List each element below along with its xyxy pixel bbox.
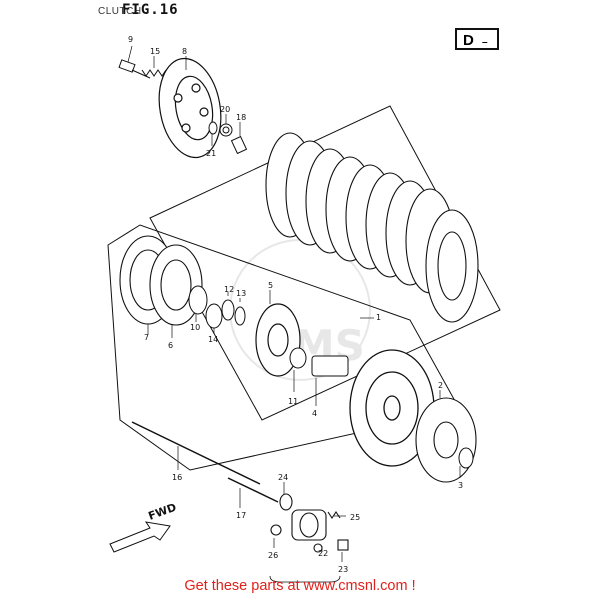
section-title: CLUTCH (98, 6, 142, 17)
callout-1: 1 (376, 313, 381, 322)
spring-seat-6 (149, 244, 203, 326)
callout-2: 2 (438, 381, 443, 390)
callout-7: 7 (144, 333, 149, 342)
callout-24: 24 (278, 473, 288, 482)
corner-box-mark: – (482, 37, 488, 48)
nut-12 (221, 299, 235, 321)
bearing-23 (219, 123, 233, 137)
pressure-plate-8 (158, 57, 222, 159)
gear-2 (415, 397, 477, 483)
corner-section-box: D – (455, 28, 499, 50)
pushrod-18 (230, 135, 248, 155)
washer-14 (205, 303, 223, 329)
spring-15 (141, 69, 167, 77)
clutch-plate-stack (265, 132, 479, 323)
callout-leaders (127, 45, 461, 562)
washer-13 (234, 306, 246, 326)
washer-22 (208, 121, 218, 135)
bolt-9 (118, 59, 151, 79)
callout-13: 13 (236, 289, 246, 298)
callout-20: 22 (318, 549, 328, 558)
push-rod-17 (227, 477, 279, 503)
callout-5: 5 (268, 281, 273, 290)
callout-4: 4 (312, 409, 317, 418)
figure-number: FIG.16 (122, 2, 179, 18)
callout-22: 21 (206, 149, 216, 158)
push-rod-16 (131, 421, 261, 485)
callout-23: 20 (220, 105, 230, 114)
callout-17: 17 (236, 511, 246, 520)
clutch-housing-1 (349, 349, 435, 467)
assembly-bracket (269, 575, 341, 583)
release-lever (270, 493, 349, 553)
spacer-4 (311, 355, 349, 377)
forward-label: FWD (147, 501, 178, 523)
callout-9: 9 (128, 35, 133, 44)
callout-16: 16 (172, 473, 182, 482)
footer-link[interactable]: Get these parts at www.cmsnl.com ! (184, 578, 416, 594)
clutch-hub-5 (255, 303, 301, 377)
callout-15: 15 (150, 47, 160, 56)
callout-21: 23 (338, 565, 348, 574)
callout-25: 25 (350, 513, 360, 522)
corner-box-letter: D (463, 32, 474, 49)
callout-14: 14 (208, 335, 218, 344)
callout-6: 6 (168, 341, 173, 350)
forward-arrow: FWD (109, 501, 178, 553)
callout-10: 10 (190, 323, 200, 332)
washer-10 (188, 285, 208, 315)
callout-11: 11 (288, 397, 298, 406)
callout-18: 18 (236, 113, 246, 122)
callout-numbers: 9 15 8 20 18 21 7 6 10 14 12 13 5 11 4 1… (128, 35, 463, 574)
callout-26: 26 (268, 551, 278, 560)
callout-8: 8 (182, 47, 187, 56)
callout-3: 3 (458, 481, 463, 490)
washer-3 (458, 447, 474, 469)
needle-bearing-11 (289, 347, 307, 369)
callout-12: 12 (224, 285, 234, 294)
